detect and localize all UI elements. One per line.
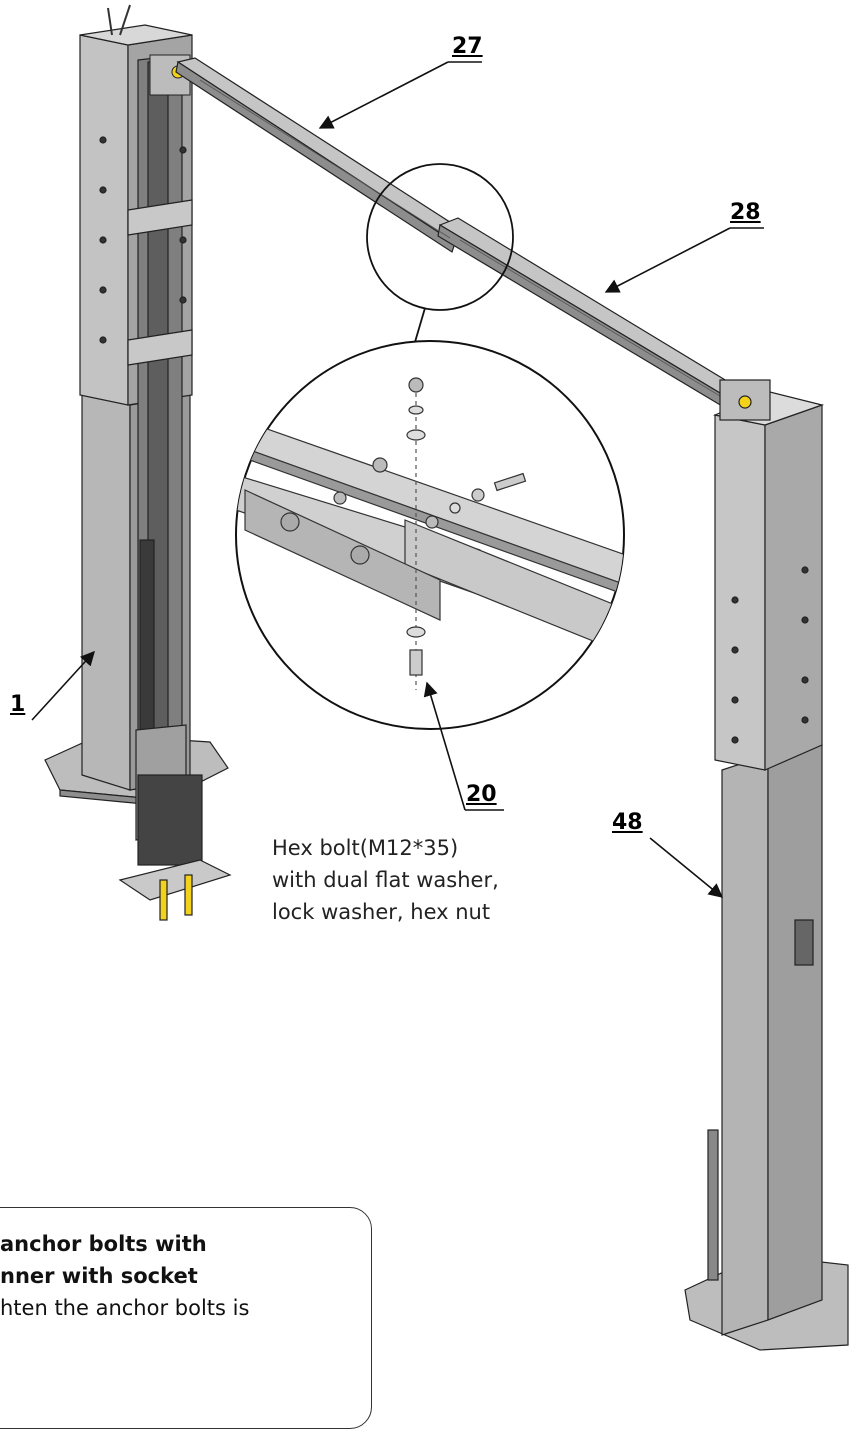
right-column: [684, 379, 849, 1351]
overhead-bar-27: [176, 57, 472, 244]
part-label-1: 1: [10, 692, 26, 717]
leader-48: [649, 837, 724, 898]
lock-release-handle: [794, 919, 814, 966]
note-line-2: nner with socket: [0, 1264, 198, 1288]
detail-callout: [235, 163, 625, 730]
leader-28: [604, 227, 731, 293]
leader-27: [318, 61, 449, 129]
part-label-27: 27: [452, 34, 483, 59]
zoom-source-circle: [366, 163, 514, 311]
left-column-front: [81, 394, 131, 791]
instruction-note-text: anchor bolts with nner with socket hten …: [0, 1228, 420, 1324]
bolt-caption: Hex bolt(M12*35) with dual flat washer, …: [272, 832, 602, 928]
safety-grille: [137, 774, 203, 866]
part-label-28: 28: [730, 200, 761, 225]
hex-bolt-icon: [409, 649, 423, 676]
leader-1: [31, 650, 95, 721]
note-line-3: hten the anchor bolts is: [0, 1296, 250, 1320]
flat-washer-icon: [406, 429, 426, 441]
leader-lines: [31, 61, 764, 898]
caption-line-3: lock washer, hex nut: [272, 900, 491, 924]
note-line-1: anchor bolts with: [0, 1232, 207, 1256]
caption-line-1: Hex bolt(M12*35): [272, 836, 459, 860]
part-label-20: 20: [466, 782, 497, 807]
lock-washer-icon: [408, 405, 424, 415]
part-label-48: 48: [612, 810, 643, 835]
leader-20: [423, 681, 466, 811]
hex-nut-icon: [408, 377, 424, 393]
caption-line-2: with dual flat washer,: [272, 868, 499, 892]
overhead-beam: [175, 57, 752, 413]
lift-assembly-diagram: [31, 4, 849, 1351]
left-column: [44, 24, 232, 921]
